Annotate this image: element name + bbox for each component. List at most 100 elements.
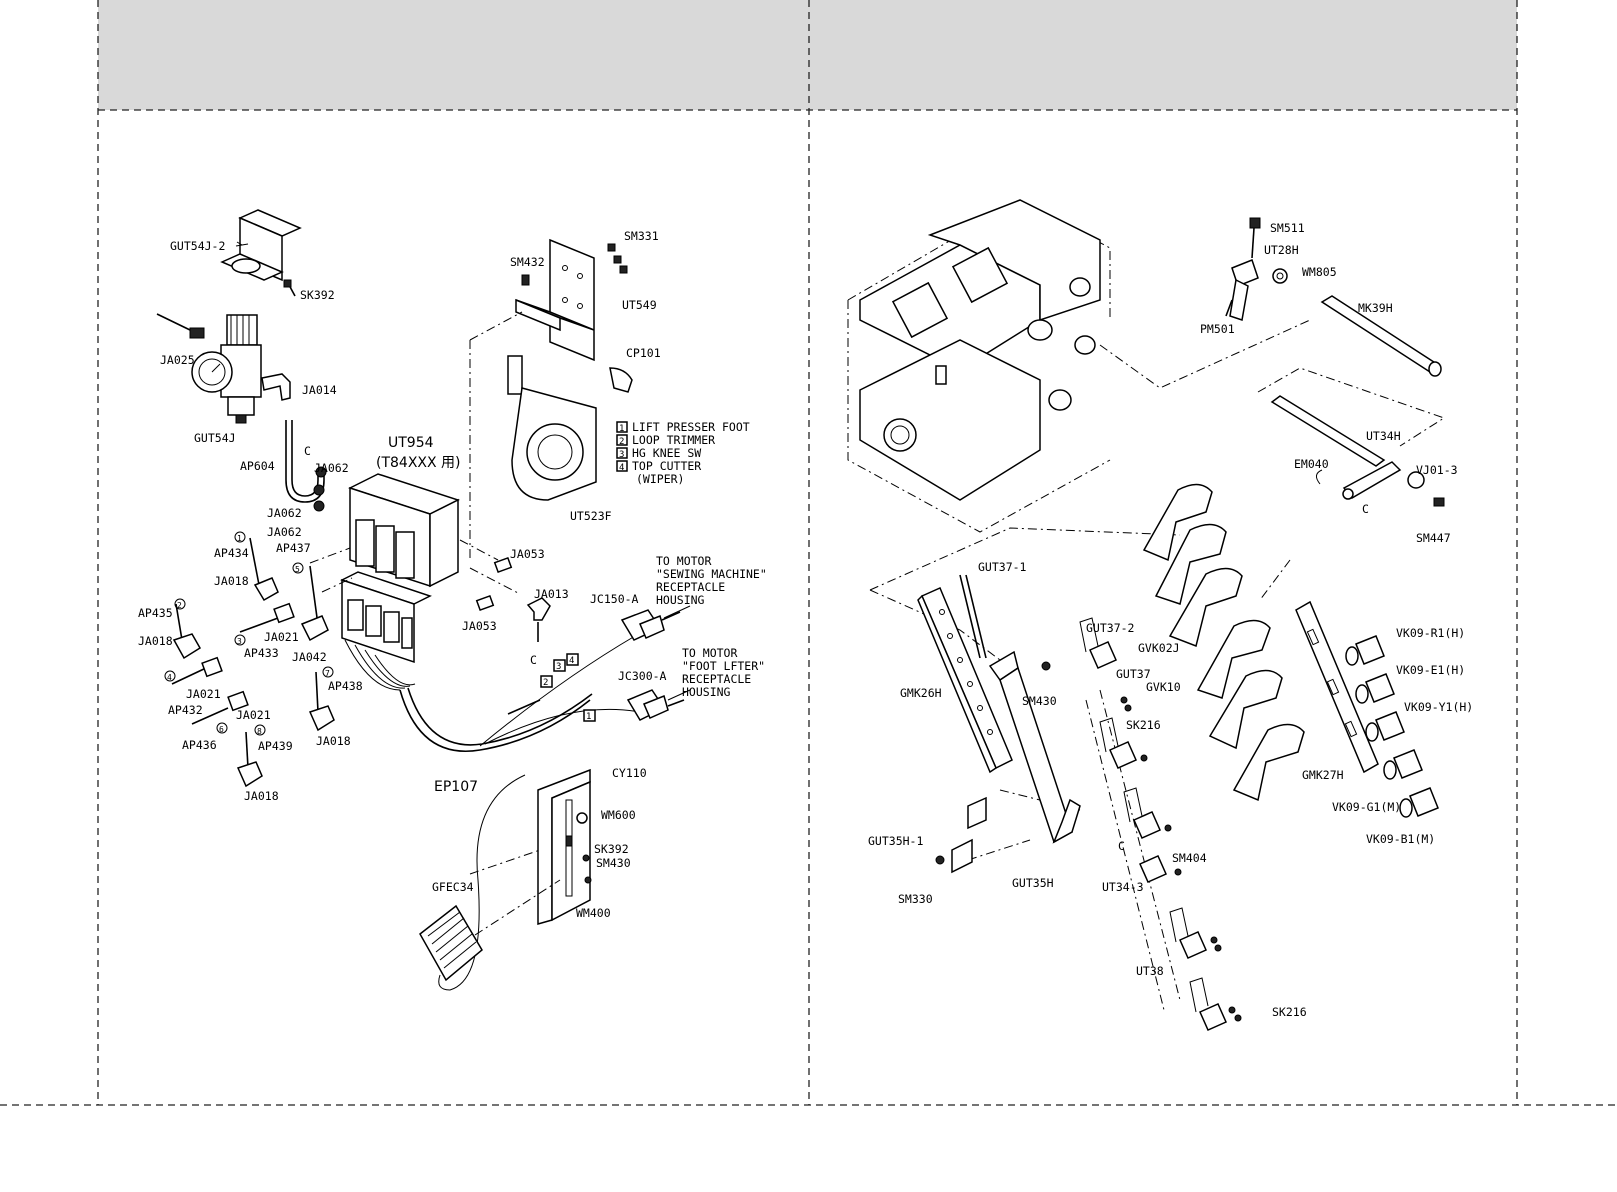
- legend-top-cutter: TOP CUTTER: [632, 459, 701, 473]
- svg-text:5: 5: [295, 565, 300, 574]
- label-ut34h: UT34H: [1366, 429, 1401, 443]
- label-ja018-a: JA018: [214, 574, 249, 588]
- right-panel-knee-lifter: SM511 UT28H WM805 MK39H PM501 UT34H EM04…: [847, 199, 1473, 1031]
- svg-text:7: 7: [325, 669, 330, 678]
- legend-hg-knee-sw: HG KNEE SW: [632, 446, 701, 460]
- plate-gmk27h: [1295, 600, 1379, 774]
- svg-text:8: 8: [257, 727, 262, 736]
- label-sm430-b: SM430: [596, 856, 631, 870]
- u-clip-chain: [1079, 617, 1242, 1031]
- header-band-right: [809, 0, 1517, 110]
- label-vk09-r1: VK09-R1(H): [1396, 626, 1465, 640]
- label-vk09-b1: VK09-B1(M): [1366, 832, 1435, 846]
- label-gut35h: GUT35H: [1012, 876, 1054, 890]
- label-wm805: WM805: [1302, 265, 1337, 279]
- label-ap435: AP435: [138, 606, 173, 620]
- label-ja018-d: JA018: [244, 789, 279, 803]
- label-ja021-a: JA021: [264, 630, 299, 644]
- svg-text:1: 1: [619, 424, 624, 434]
- shaft-mk39h: [1320, 295, 1442, 377]
- label-ap436: AP436: [182, 738, 217, 752]
- svg-text:6: 6: [219, 725, 224, 734]
- label-gut54j: GUT54J: [194, 431, 236, 445]
- label-ja053-a: JA053: [510, 547, 545, 561]
- label-sm404: SM404: [1172, 851, 1207, 865]
- svg-text:3: 3: [237, 637, 242, 646]
- header-band-left: [98, 0, 809, 110]
- knob-vk09-r1: [1345, 635, 1385, 666]
- svg-text:2: 2: [543, 678, 548, 688]
- machine-frame-housing: [847, 199, 1111, 533]
- label-ja062-b: JA062: [267, 506, 302, 520]
- label-pm501: PM501: [1200, 322, 1235, 336]
- screw-sk392-top: [283, 279, 296, 297]
- legend-wiper: (WIPER): [636, 472, 684, 486]
- label-vk09-y1: VK09-Y1(H): [1404, 700, 1473, 714]
- arrows-to-motor: [507, 611, 685, 715]
- label-sm447: SM447: [1416, 531, 1451, 545]
- label-c-ut34: C: [1362, 502, 1369, 516]
- label-gut37: GUT37: [1116, 667, 1151, 681]
- screw-sm430: [1041, 661, 1051, 671]
- valve-block-ut954: [340, 473, 460, 691]
- knob-vk09-y1: [1365, 711, 1405, 742]
- motor-note-foot-lifter: TO MOTOR "FOOT LFTER" RECEPTACLE HOUSING: [682, 646, 765, 699]
- knee-plate-gut35h-1: [935, 796, 987, 874]
- label-cy110: CY110: [612, 766, 647, 780]
- svg-text:4: 4: [619, 463, 624, 473]
- label-gut37-2: GUT37-2: [1086, 621, 1134, 635]
- motor-note-sewing-machine: TO MOTOR "SEWING MACHINE" RECEPTACLE HOU…: [656, 554, 767, 607]
- label-em040: EM040: [1294, 457, 1329, 471]
- label-sm511: SM511: [1270, 221, 1305, 235]
- bracket-ut523f: [507, 355, 633, 501]
- label-ja021-c: JA021: [236, 708, 271, 722]
- label-wm400: WM400: [576, 906, 611, 920]
- svg-text:2: 2: [177, 601, 182, 610]
- label-ut34-3: UT34-3: [1102, 880, 1144, 894]
- label-ut38: UT38: [1136, 964, 1164, 978]
- label-vk09-e1: VK09-E1(H): [1396, 663, 1465, 677]
- harness-ep107: [399, 635, 641, 991]
- screw-sm432: [521, 274, 530, 286]
- svg-text:TO MOTOR: TO MOTOR: [682, 646, 737, 660]
- label-gut35h-1: GUT35H-1: [868, 834, 923, 848]
- label-ja014: JA014: [302, 383, 337, 397]
- label-cp101: CP101: [626, 346, 661, 360]
- wire-marker-boxes: [540, 653, 596, 722]
- label-ja018-c: JA018: [316, 734, 351, 748]
- svg-text:3: 3: [619, 450, 624, 460]
- legend-loop-trimmer: LOOP TRIMMER: [632, 433, 715, 447]
- svg-text:3: 3: [556, 662, 561, 672]
- label-gmk27h: GMK27H: [1302, 768, 1344, 782]
- label-gut54j-2: GUT54J-2: [170, 239, 225, 253]
- fittings-left: [171, 537, 551, 788]
- label-ep107: EP107: [434, 779, 478, 795]
- svg-text:HOUSING: HOUSING: [682, 685, 731, 699]
- label-ja018-b: JA018: [138, 634, 173, 648]
- label-c-valve: C: [530, 653, 537, 667]
- pedal-bracket-cy110: [537, 768, 592, 925]
- label-ja053-b: JA053: [462, 619, 497, 633]
- legend-lift-presser-foot: LIFT PRESSER FOOT: [632, 420, 750, 434]
- label-ap433: AP433: [244, 646, 279, 660]
- label-sm330: SM330: [898, 892, 933, 906]
- lever-gut35h: [988, 650, 1081, 844]
- lever-ut28h: [1225, 217, 1288, 321]
- shaft-ut34h: [1270, 395, 1445, 507]
- label-gut37-1: GUT37-1: [978, 560, 1027, 574]
- label-gvk02j: GVK02J: [1138, 641, 1180, 655]
- label-ja025: JA025: [160, 353, 195, 367]
- label-sk392-b: SK392: [594, 842, 629, 856]
- label-ut523f: UT523F: [570, 509, 612, 523]
- label-gmk26h: GMK26H: [900, 686, 942, 700]
- pedal-gfec34: [419, 904, 483, 982]
- label-ut28h: UT28H: [1264, 243, 1299, 257]
- knob-vk09-g1: [1383, 749, 1423, 780]
- hose-ap604: [285, 420, 327, 512]
- svg-text:TO MOTOR: TO MOTOR: [656, 554, 711, 568]
- label-sm331: SM331: [624, 229, 659, 243]
- label-ja013: JA013: [534, 587, 569, 601]
- label-ja042: JA042: [292, 650, 327, 664]
- label-wm600: WM600: [601, 808, 636, 822]
